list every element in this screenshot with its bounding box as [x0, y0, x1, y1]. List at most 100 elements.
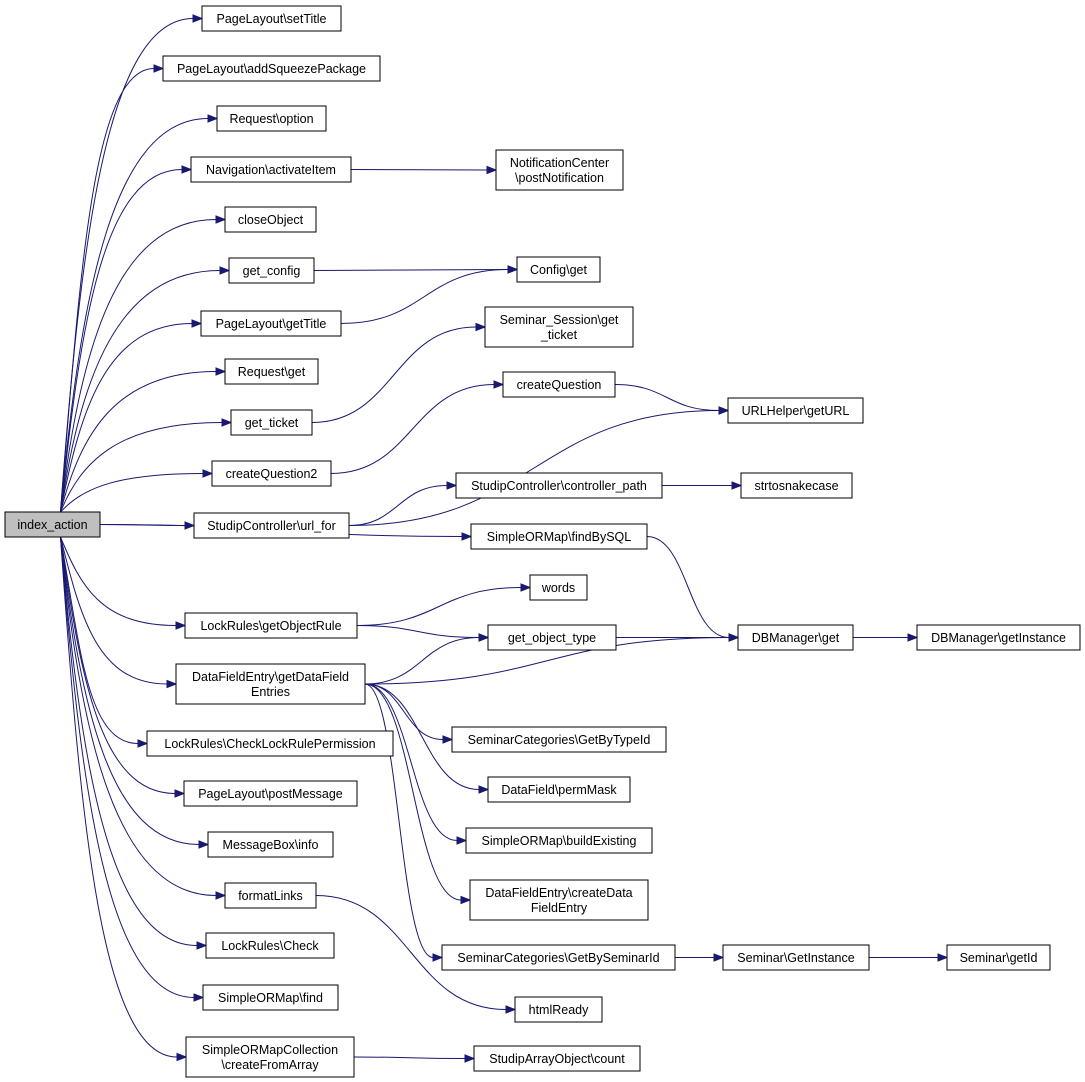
node-mb-info[interactable]: MessageBox\info [207, 831, 334, 858]
edge-index-action-to-close-object [60, 215, 227, 513]
edge-line [60, 473, 204, 513]
node-create-question2[interactable]: createQuestion2 [211, 460, 332, 487]
node-label: PageLayout\setTitle [216, 12, 326, 26]
node-set-title[interactable]: PageLayout\setTitle [201, 5, 342, 32]
arrowhead [456, 836, 468, 845]
node-lr-check[interactable]: LockRules\Check [205, 932, 335, 959]
node-sess-get-ticket[interactable]: Seminar_Session\get_ticket [484, 306, 634, 348]
node-activate-item[interactable]: Navigation\activateItem [190, 156, 352, 183]
node-box [201, 5, 342, 32]
node-label: PageLayout\getTitle [216, 317, 327, 331]
arrowhead [176, 1052, 188, 1062]
edge-line [315, 895, 507, 1010]
node-post-notification[interactable]: NotificationCenter\postNotification [495, 149, 624, 191]
arrowhead [464, 1054, 476, 1063]
node-box [487, 624, 617, 651]
edge-line [60, 536, 195, 998]
node-box [216, 105, 327, 132]
node-index-action[interactable]: index_action [4, 511, 101, 538]
node-box [451, 726, 667, 753]
node-sem-get-instance[interactable]: Seminar\GetInstance [722, 944, 870, 971]
node-arr-count[interactable]: StudipArrayObject\count [473, 1045, 641, 1072]
node-build-existing[interactable]: SimpleORMap\buildExisting [465, 827, 653, 854]
node-label: _ticket [540, 328, 578, 342]
node-box [184, 612, 358, 639]
node-label: NotificationCenter [510, 156, 609, 170]
node-box [441, 944, 676, 971]
node-get-object-type[interactable]: get_object_type [487, 624, 617, 651]
arrowhead [219, 266, 231, 275]
node-get-url[interactable]: URLHelper\getURL [727, 397, 864, 424]
node-get-title[interactable]: PageLayout\getTitle [200, 310, 342, 337]
node-get-object-rule[interactable]: LockRules\getObjectRule [184, 612, 358, 639]
node-get-config[interactable]: get_config [228, 257, 315, 284]
node-perm-mask[interactable]: DataField\permMask [487, 776, 631, 803]
edge-line [330, 384, 495, 474]
node-controller-path[interactable]: StudipController\controller_path [455, 472, 663, 499]
edge-line [364, 683, 434, 958]
edge-index-action-to-req-option [60, 114, 219, 513]
node-create-question[interactable]: createQuestion [502, 371, 616, 398]
node-box [211, 460, 332, 487]
arrowhead [215, 891, 227, 900]
node-get-ticket[interactable]: get_ticket [230, 409, 313, 436]
node-label: createQuestion [517, 378, 602, 392]
edge-line [348, 410, 720, 526]
node-db-get[interactable]: DBManager\get [737, 624, 854, 651]
node-orm-find[interactable]: SimpleORMap\find [202, 984, 339, 1011]
node-url-for[interactable]: StudipController\url_for [193, 512, 350, 539]
edge-index-action-to-get-object-rule [60, 536, 187, 630]
arrowhead [191, 319, 203, 328]
edge-db-get-to-db-get-instance [853, 633, 919, 642]
node-box [737, 624, 854, 651]
node-get-by-seminar-id[interactable]: SeminarCategories\GetBySeminarId [441, 944, 676, 971]
edge-line [60, 536, 217, 896]
node-sem-get-id[interactable]: Seminar\getId [946, 944, 1051, 971]
node-words[interactable]: words [529, 574, 588, 601]
edge-get-object-rule-to-get-object-type [356, 625, 490, 642]
arrowhead [442, 735, 454, 744]
arrowhead [461, 532, 473, 541]
edge-line [60, 536, 200, 845]
edge-get-config-to-config-get [313, 265, 519, 274]
node-req-option[interactable]: Request\option [216, 105, 327, 132]
edge-index-action-to-orm-find [60, 536, 205, 1002]
arrowhead [446, 481, 458, 490]
node-db-get-instance[interactable]: DBManager\getInstance [916, 624, 1081, 651]
edge-controller-path-to-strtosnake [661, 481, 743, 490]
node-label: Seminar_Session\get [500, 313, 619, 327]
node-label: LockRules\CheckLockRulePermission [164, 737, 375, 751]
edge-get-object-rule-to-words [356, 583, 532, 626]
node-label: StudipController\controller_path [471, 479, 647, 493]
edge-index-action-to-mb-info [60, 536, 210, 849]
arrowhead [202, 469, 214, 478]
node-box [916, 624, 1081, 651]
node-post-message[interactable]: PageLayout\postMessage [183, 780, 358, 807]
node-req-get[interactable]: Request\get [224, 358, 319, 385]
arrowhead [520, 583, 532, 592]
node-find-by-sql[interactable]: SimpleORMap\findBySQL [470, 523, 648, 550]
node-create-from-array[interactable]: SimpleORMapCollection\createFromArray [185, 1036, 355, 1078]
edge-get-data-field-entries-to-get-object-type [364, 633, 490, 685]
edge-find-by-sql-to-db-get [646, 536, 740, 642]
arrowhead [196, 941, 208, 950]
node-strtosnake[interactable]: strtosnakecase [740, 472, 853, 499]
node-format-links[interactable]: formatLinks [224, 882, 317, 909]
node-close-object[interactable]: closeObject [224, 206, 317, 233]
node-get-by-type-id[interactable]: SeminarCategories\GetByTypeId [451, 726, 667, 753]
edge-line [60, 219, 217, 513]
node-html-ready[interactable]: htmlReady [514, 996, 603, 1023]
node-add-squeeze-package[interactable]: PageLayout\addSqueezePackage [162, 55, 381, 82]
node-label: DataFieldEntry\createData [485, 886, 632, 900]
node-label: get_ticket [245, 416, 299, 430]
edge-index-action-to-create-question2 [60, 469, 214, 513]
edge-create-from-array-to-arr-count [353, 1054, 476, 1063]
edges-layer [60, 14, 949, 1063]
edge-line [60, 536, 176, 794]
node-config-get[interactable]: Config\get [516, 256, 601, 283]
node-check-lock-rule-permission[interactable]: LockRules\CheckLockRulePermission [146, 730, 394, 757]
edge-line [353, 1056, 466, 1059]
node-label: words [541, 581, 575, 595]
